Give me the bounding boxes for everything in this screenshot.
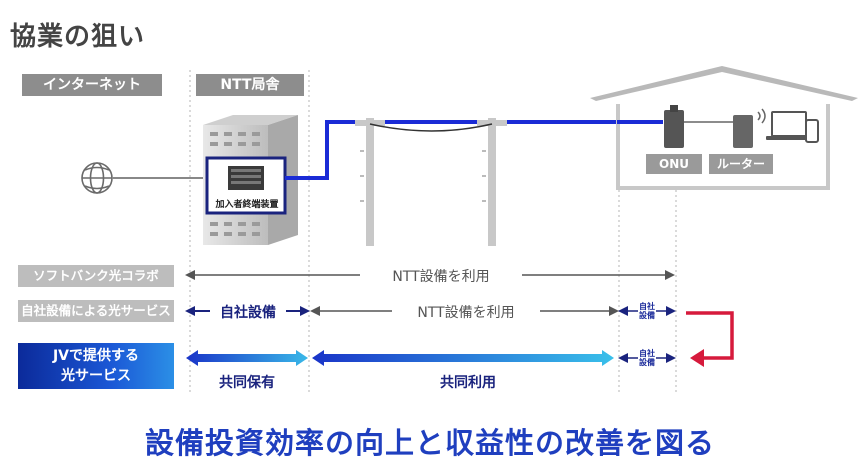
header-ntt-office: NTT局舎 xyxy=(196,74,304,96)
router-label: ルーター xyxy=(709,154,773,174)
jv-label-line2: 光サービス xyxy=(61,368,131,384)
transition-arrow xyxy=(686,311,734,360)
utility-pole-icon xyxy=(355,118,507,246)
jv-label-line1: JVで提供する xyxy=(52,348,140,364)
house-icon xyxy=(590,66,858,190)
joint-use-label: 共同利用 xyxy=(440,375,496,391)
joint-own-arrow xyxy=(186,350,308,366)
own-small-label-row3: 自社設備 xyxy=(638,349,656,367)
own-facility-span-label: 自社設備 xyxy=(210,302,286,322)
row-label-jv: JVで提供する 光サービス xyxy=(18,343,174,389)
router-device-icon xyxy=(733,108,766,148)
subscriber-device-label: 加入者終端装置 xyxy=(215,200,279,210)
equipment-rack-icon xyxy=(228,166,264,190)
joint-use-arrow xyxy=(312,350,614,366)
header-internet: インターネット xyxy=(22,74,162,96)
row-label-softbank: ソフトバンク光コラボ xyxy=(18,265,174,287)
own-small-label-row2: 自社設備 xyxy=(638,302,656,320)
slogan: 設備投資効率の向上と収益性の改善を図る xyxy=(144,426,715,460)
globe-icon xyxy=(81,162,113,194)
fiber-line xyxy=(285,120,617,180)
onu-device-icon xyxy=(664,105,684,148)
page-title: 協業の狙い xyxy=(10,22,146,52)
smartphone-icon xyxy=(805,119,819,143)
row-label-own-facility: 自社設備による光サービス xyxy=(18,300,174,322)
overhead-cable xyxy=(369,123,493,132)
softbank-span-label: NTT設備を利用 xyxy=(360,266,522,286)
onu-label: ONU xyxy=(646,154,702,174)
joint-own-label: 共同保有 xyxy=(219,375,275,391)
ntt-usage-span-label: NTT設備を利用 xyxy=(392,302,540,322)
